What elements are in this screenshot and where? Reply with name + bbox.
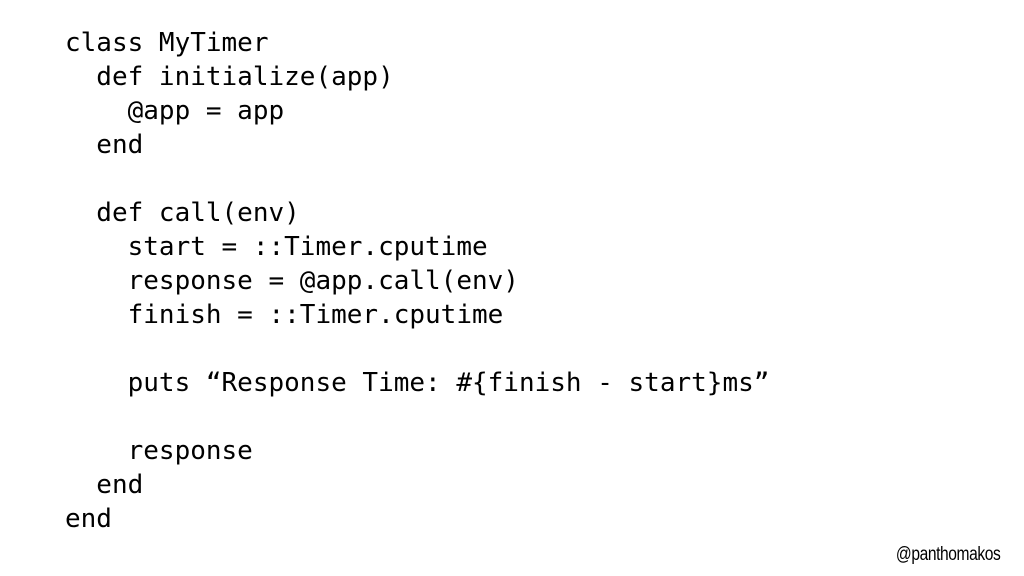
- code-line: response = @app.call(env): [65, 266, 519, 296]
- code-line: start = ::Timer.cputime: [65, 232, 488, 262]
- code-line: def call(env): [65, 198, 300, 228]
- code-line: [65, 162, 769, 196]
- code-line: end: [65, 504, 112, 534]
- code-line: end: [65, 130, 144, 160]
- code-line: def initialize(app): [65, 62, 394, 92]
- code-line: @app = app: [65, 96, 285, 126]
- code-line: [65, 332, 769, 366]
- code-line: class MyTimer: [65, 28, 269, 58]
- code-line: finish = ::Timer.cputime: [65, 300, 504, 330]
- code-line: puts “Response Time: #{finish - start}ms…: [65, 368, 770, 398]
- code-block: class MyTimer def initialize(app) @app =…: [65, 26, 769, 536]
- author-handle: @panthomakos: [895, 544, 1001, 565]
- code-line: end: [65, 470, 144, 500]
- code-line: response: [65, 436, 253, 466]
- code-line: [65, 400, 769, 434]
